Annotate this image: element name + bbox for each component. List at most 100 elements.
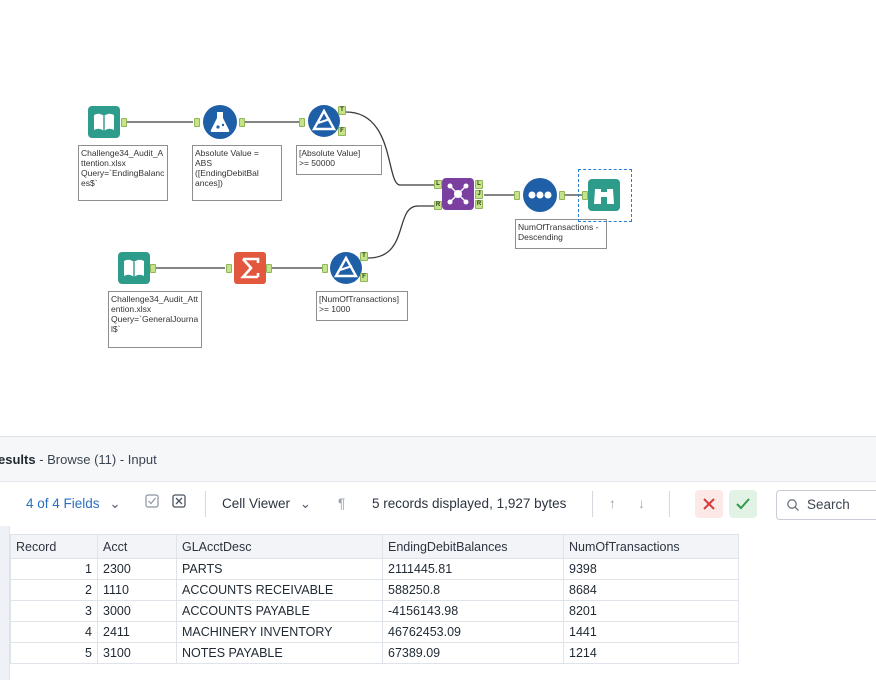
column-header-record[interactable]: Record bbox=[10, 534, 98, 559]
column-header-acct[interactable]: Acct bbox=[97, 534, 177, 559]
filter-tool-2[interactable] bbox=[329, 251, 363, 285]
numoftransactions-cell[interactable]: 8684 bbox=[563, 579, 739, 601]
join-right-input-anchor[interactable]: R bbox=[434, 201, 442, 210]
column-header-numoftransactions[interactable]: NumOfTransactions bbox=[563, 534, 739, 559]
chevron-down-icon: ⌄ bbox=[299, 496, 312, 511]
record-cell[interactable]: 5 bbox=[10, 642, 98, 664]
numoftransactions-cell[interactable]: 9398 bbox=[563, 558, 739, 580]
checkbox-icon[interactable] bbox=[145, 494, 159, 511]
cell-viewer-dropdown[interactable]: Cell Viewer ⌄ bbox=[222, 496, 311, 512]
filter2-false-anchor[interactable]: F bbox=[360, 273, 368, 282]
close-icon bbox=[703, 498, 715, 510]
sigma-icon bbox=[234, 252, 266, 284]
acct-cell[interactable]: 1110 bbox=[97, 579, 177, 601]
endingdebitbalances-cell[interactable]: 588250.8 bbox=[382, 579, 564, 601]
column-header-glacctdesc[interactable]: GLAcctDesc bbox=[176, 534, 383, 559]
numoftransactions-cell[interactable]: 1214 bbox=[563, 642, 739, 664]
glacctdesc-cell[interactable]: PARTS bbox=[176, 558, 383, 580]
endingdebitbalances-cell[interactable]: 46762453.09 bbox=[382, 621, 564, 643]
table-row[interactable]: 5 3100 NOTES PAYABLE 67389.09 1214 bbox=[10, 642, 739, 664]
table-row[interactable]: 4 2411 MACHINERY INVENTORY 46762453.09 1… bbox=[10, 621, 739, 643]
acct-cell[interactable]: 3000 bbox=[97, 600, 177, 622]
arrow-down-icon[interactable]: ↓ bbox=[638, 496, 645, 511]
sort-output-anchor[interactable] bbox=[559, 191, 565, 200]
sort-tool[interactable] bbox=[522, 177, 558, 213]
acct-cell[interactable]: 2411 bbox=[97, 621, 177, 643]
formula-input-anchor[interactable] bbox=[194, 118, 200, 127]
record-cell[interactable]: 1 bbox=[10, 558, 98, 580]
results-title-bold: esults bbox=[0, 452, 36, 467]
table-row[interactable]: 1 2300 PARTS 2111445.81 9398 bbox=[10, 558, 739, 580]
record-cell[interactable]: 4 bbox=[10, 621, 98, 643]
results-header: esults - Browse (11) - Input bbox=[0, 437, 876, 482]
results-table[interactable]: Record Acct GLAcctDesc EndingDebitBalanc… bbox=[10, 534, 739, 664]
numoftransactions-cell[interactable]: 8201 bbox=[563, 600, 739, 622]
input-data-tool-2[interactable] bbox=[118, 252, 150, 284]
numoftransactions-cell[interactable]: 1441 bbox=[563, 621, 739, 643]
filter-tool-1[interactable] bbox=[307, 104, 341, 138]
join-left-input-anchor[interactable]: L bbox=[434, 180, 442, 189]
summarize-tool[interactable] bbox=[234, 252, 266, 284]
input-data-tool-1[interactable] bbox=[88, 106, 120, 138]
acct-cell[interactable]: 3100 bbox=[97, 642, 177, 664]
join-right-output-anchor[interactable]: R bbox=[475, 200, 483, 209]
wire-filter1-join bbox=[345, 111, 436, 186]
deselect-icon[interactable] bbox=[172, 494, 186, 511]
browse-input-anchor[interactable] bbox=[582, 191, 588, 200]
apply-filter-button[interactable] bbox=[729, 490, 757, 518]
workflow-canvas[interactable]: Challenge34_Audit_Attention.xlsx Query=`… bbox=[0, 0, 876, 436]
pilcrow-icon[interactable]: ¶ bbox=[338, 496, 346, 511]
acct-cell[interactable]: 2300 bbox=[97, 558, 177, 580]
filter-icon bbox=[330, 252, 362, 284]
input2-output-anchor[interactable] bbox=[150, 264, 156, 273]
chevron-down-icon: ⌄ bbox=[109, 496, 121, 511]
search-input[interactable]: Search bbox=[776, 490, 876, 520]
results-title-source: - Browse (11) - Input bbox=[35, 452, 157, 467]
join-icon bbox=[442, 178, 474, 210]
sort-input-anchor[interactable] bbox=[514, 191, 520, 200]
glacctdesc-cell[interactable]: NOTES PAYABLE bbox=[176, 642, 383, 664]
filter1-false-anchor[interactable]: F bbox=[338, 127, 346, 136]
arrow-up-icon[interactable]: ↑ bbox=[609, 496, 616, 511]
join-j-output-anchor[interactable]: J bbox=[475, 190, 483, 199]
glacctdesc-cell[interactable]: ACCOUNTS RECEIVABLE bbox=[176, 579, 383, 601]
table-row[interactable]: 2 1110 ACCOUNTS RECEIVABLE 588250.8 8684 bbox=[10, 579, 739, 601]
sort-annotation: NumOfTransactions - Descending bbox=[515, 219, 607, 249]
endingdebitbalances-cell[interactable]: -4156143.98 bbox=[382, 600, 564, 622]
formula-tool[interactable] bbox=[202, 104, 238, 140]
join-left-output-anchor[interactable]: L bbox=[475, 180, 483, 189]
filter1-true-anchor[interactable]: T bbox=[338, 106, 346, 115]
summarize-input-anchor[interactable] bbox=[226, 264, 232, 273]
connection-wires bbox=[126, 111, 585, 269]
join-tool[interactable] bbox=[442, 178, 474, 210]
binoculars-icon bbox=[588, 179, 620, 211]
fields-selector[interactable]: 4 of 4 Fields ⌄ bbox=[26, 496, 121, 512]
glacctdesc-cell[interactable]: ACCOUNTS PAYABLE bbox=[176, 600, 383, 622]
flask-icon bbox=[203, 105, 237, 139]
book-icon bbox=[88, 106, 120, 138]
endingdebitbalances-cell[interactable]: 2111445.81 bbox=[382, 558, 564, 580]
records-info: 5 records displayed, 1,927 bytes bbox=[372, 496, 567, 511]
input1-annotation: Challenge34_Audit_Attention.xlsx Query=`… bbox=[78, 145, 168, 201]
filter1-input-anchor[interactable] bbox=[299, 118, 305, 127]
glacctdesc-cell[interactable]: MACHINERY INVENTORY bbox=[176, 621, 383, 643]
filter2-true-anchor[interactable]: T bbox=[360, 252, 368, 261]
record-cell[interactable]: 3 bbox=[10, 600, 98, 622]
browse-tool[interactable] bbox=[588, 179, 620, 211]
filter2-input-anchor[interactable] bbox=[322, 264, 328, 273]
cancel-filter-button[interactable] bbox=[695, 490, 723, 518]
results-panel: esults - Browse (11) - Input 4 of 4 Fiel… bbox=[0, 436, 876, 680]
toolbar-divider bbox=[205, 491, 206, 517]
formula-output-anchor[interactable] bbox=[239, 118, 245, 127]
formula-annotation: Absolute Value = ABS ([EndingDebitBal an… bbox=[192, 145, 282, 201]
column-header-endingdebitbalances[interactable]: EndingDebitBalances bbox=[382, 534, 564, 559]
wire-filter2-join bbox=[367, 205, 436, 259]
results-title: esults - Browse (11) - Input bbox=[0, 452, 157, 467]
summarize-output-anchor[interactable] bbox=[266, 264, 272, 273]
table-row[interactable]: 3 3000 ACCOUNTS PAYABLE -4156143.98 8201 bbox=[10, 600, 739, 622]
input1-output-anchor[interactable] bbox=[121, 118, 127, 127]
filter-icon bbox=[308, 105, 340, 137]
endingdebitbalances-cell[interactable]: 67389.09 bbox=[382, 642, 564, 664]
record-cell[interactable]: 2 bbox=[10, 579, 98, 601]
search-placeholder: Search bbox=[807, 497, 850, 512]
